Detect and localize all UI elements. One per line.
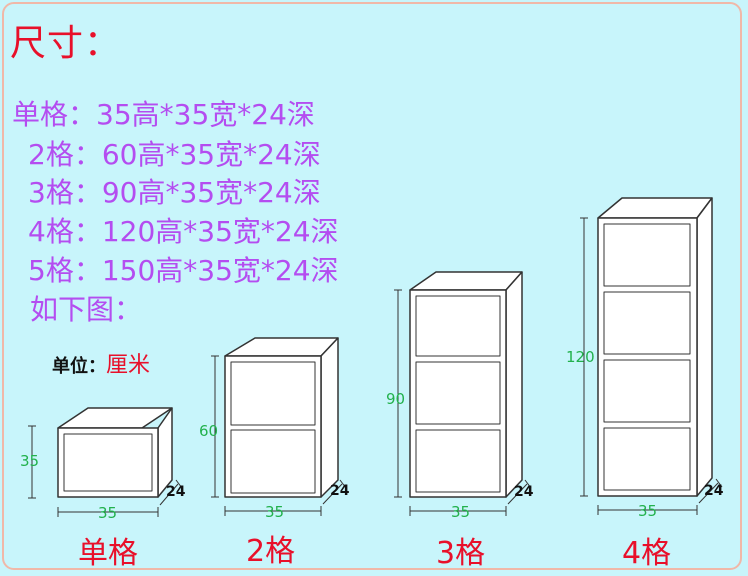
cabinet-4-width-label: 35 xyxy=(638,502,657,520)
spec-line-5: 5格：150高*35宽*24深 xyxy=(28,254,339,287)
cabinet-1-height-label: 35 xyxy=(20,452,39,470)
cabinet-4-drawing xyxy=(597,197,713,497)
cabinet-3-height-label: 90 xyxy=(386,390,405,408)
cabinet-1-drawing xyxy=(57,407,173,498)
unit-value: 厘米 xyxy=(106,353,151,378)
cabinet-3-caption: 3格 xyxy=(436,536,486,571)
page-frame xyxy=(2,2,742,570)
cabinet-3-drawing xyxy=(409,271,523,498)
unit-note: 单位：厘米 xyxy=(52,352,150,381)
spec-line-1: 单格：35高*35宽*24深 xyxy=(12,98,315,131)
unit-label: 单位： xyxy=(52,356,106,377)
cabinet-3-depth-label: 24 xyxy=(514,484,534,500)
cabinet-1-depth-label: 24 xyxy=(166,484,186,500)
cabinet-2-drawing xyxy=(224,337,339,498)
cabinet-1-width-label: 35 xyxy=(98,504,117,522)
cabinet-2-width-label: 35 xyxy=(265,503,284,521)
page-title: 尺寸： xyxy=(10,23,122,64)
cabinet-1-caption: 单格 xyxy=(78,536,138,571)
spec-line-2: 2格：60高*35宽*24深 xyxy=(28,138,321,171)
spec-footer: 如下图： xyxy=(30,293,143,326)
cabinet-4-depth-label: 24 xyxy=(704,483,724,499)
cabinet-2-height-label: 60 xyxy=(199,422,218,440)
cabinet-2-depth-label: 24 xyxy=(330,483,350,499)
cabinet-3-width-label: 35 xyxy=(451,503,470,521)
spec-line-3: 3格：90高*35宽*24深 xyxy=(28,176,321,209)
cabinet-2-caption: 2格 xyxy=(246,534,296,569)
cabinet-4-caption: 4格 xyxy=(622,536,672,571)
spec-line-4: 4格：120高*35宽*24深 xyxy=(28,215,339,248)
cabinet-4-height-label: 120 xyxy=(566,348,595,366)
